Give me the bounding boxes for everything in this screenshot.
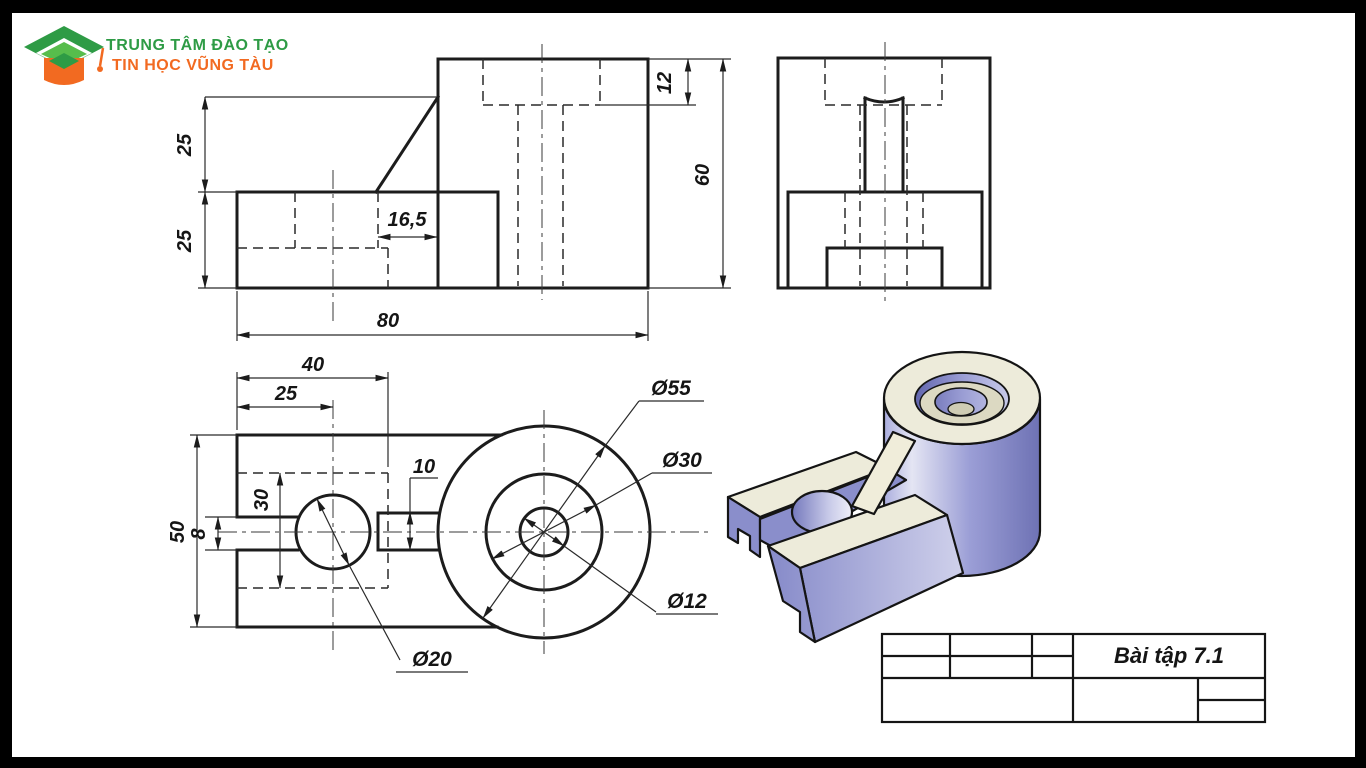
dim-12: 12	[654, 72, 676, 94]
dim-60: 60	[692, 164, 714, 186]
dim-10: 10	[413, 456, 435, 478]
top-view-dimensions: 40 25 50 8 30 10 Ø20 Ø55 Ø30	[167, 354, 718, 673]
front-view: 25 25 16,5 80 12 60	[174, 44, 731, 341]
front-view-hidden-lines	[237, 59, 601, 288]
logo: TRUNG TÂM ĐÀO TẠO TIN HỌC VŨNG TÀU	[24, 26, 289, 85]
graduation-cap-icon	[24, 26, 105, 85]
front-view-centerlines	[332, 44, 543, 322]
side-view	[776, 42, 992, 304]
isometric-view	[726, 350, 1042, 644]
iso-rib	[850, 430, 917, 516]
front-view-dimensions: 25 25 16,5 80 12 60	[174, 58, 731, 341]
title-block-title: Bài tập 7.1	[1114, 643, 1224, 668]
dim-dia-12: Ø12	[667, 590, 707, 613]
top-view-hidden-lines	[237, 472, 389, 589]
logo-line2: TIN HỌC VŨNG TÀU	[112, 54, 274, 74]
dim-dia-30: Ø30	[662, 449, 702, 472]
frame-left	[0, 0, 12, 768]
dim-16-5: 16,5	[388, 209, 428, 231]
front-view-outline	[235, 57, 650, 290]
logo-line1: TRUNG TÂM ĐÀO TẠO	[106, 35, 289, 54]
iso-inner-hole-bottom	[947, 401, 975, 417]
dim-8: 8	[188, 528, 210, 540]
dim-25-upper: 25	[174, 133, 196, 157]
frame-right	[1355, 0, 1366, 768]
top-view: 40 25 50 8 30 10 Ø20 Ø55 Ø30	[167, 354, 718, 673]
dim-25-lower: 25	[174, 229, 196, 253]
dim-25: 25	[274, 383, 298, 405]
top-view-centerlines	[218, 400, 712, 654]
frame-bottom	[0, 757, 1366, 768]
dim-dia-20: Ø20	[412, 648, 452, 671]
dim-dia-55: Ø55	[651, 377, 691, 400]
tassel-dot	[97, 66, 103, 72]
side-view-hidden-lines	[824, 58, 943, 286]
iso-near-prong-end	[766, 544, 817, 644]
dim-50: 50	[167, 521, 189, 543]
frame-top	[0, 0, 1366, 13]
dim-30: 30	[251, 489, 273, 511]
dim-40: 40	[301, 354, 324, 376]
title-block: Bài tập 7.1	[880, 632, 1267, 724]
side-view-outline	[776, 56, 992, 290]
dim-80: 80	[377, 310, 399, 332]
